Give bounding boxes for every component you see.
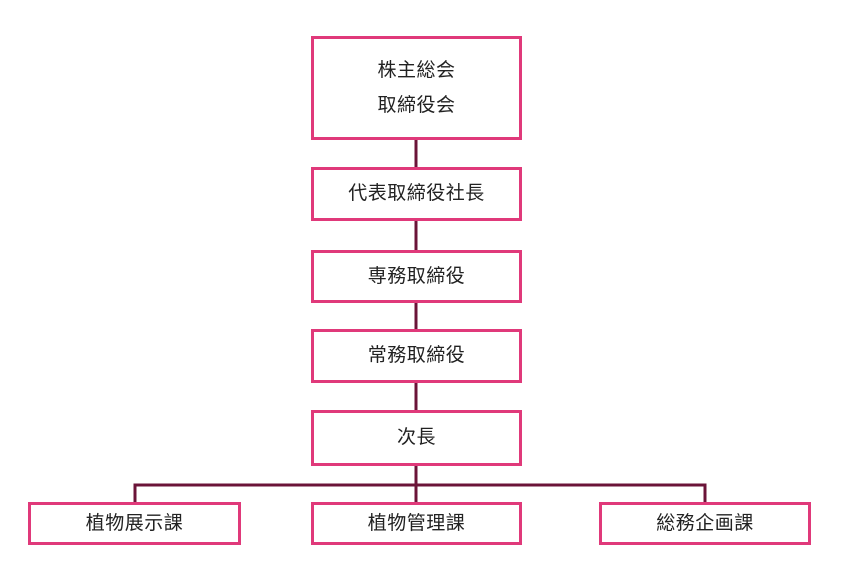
- managing-director-label: 常務取締役: [367, 344, 466, 367]
- ceo-box: 代表取締役社長: [311, 167, 522, 221]
- shareholders-meeting-label: 株主総会: [377, 58, 456, 81]
- ceo-label: 代表取締役社長: [348, 182, 485, 205]
- department-label: 植物展示課: [85, 511, 184, 534]
- senior-managing-director-box: 専務取締役: [311, 250, 522, 303]
- deputy-manager-box: 次長: [311, 410, 522, 466]
- deputy-manager-label: 次長: [396, 426, 436, 449]
- board-of-directors-label: 取締役会: [377, 94, 456, 116]
- senior-managing-director-label: 専務取締役: [367, 264, 466, 287]
- department-label: 総務企画課: [656, 511, 754, 534]
- department-box: 総務企画課: [599, 502, 811, 545]
- managing-director-box: 常務取締役: [311, 329, 522, 383]
- department-box: 植物管理課: [311, 502, 522, 545]
- department-label: 植物管理課: [367, 511, 466, 534]
- department-box: 植物展示課: [28, 502, 241, 545]
- shareholders-board-box: 株主総会 取締役会: [311, 36, 522, 140]
